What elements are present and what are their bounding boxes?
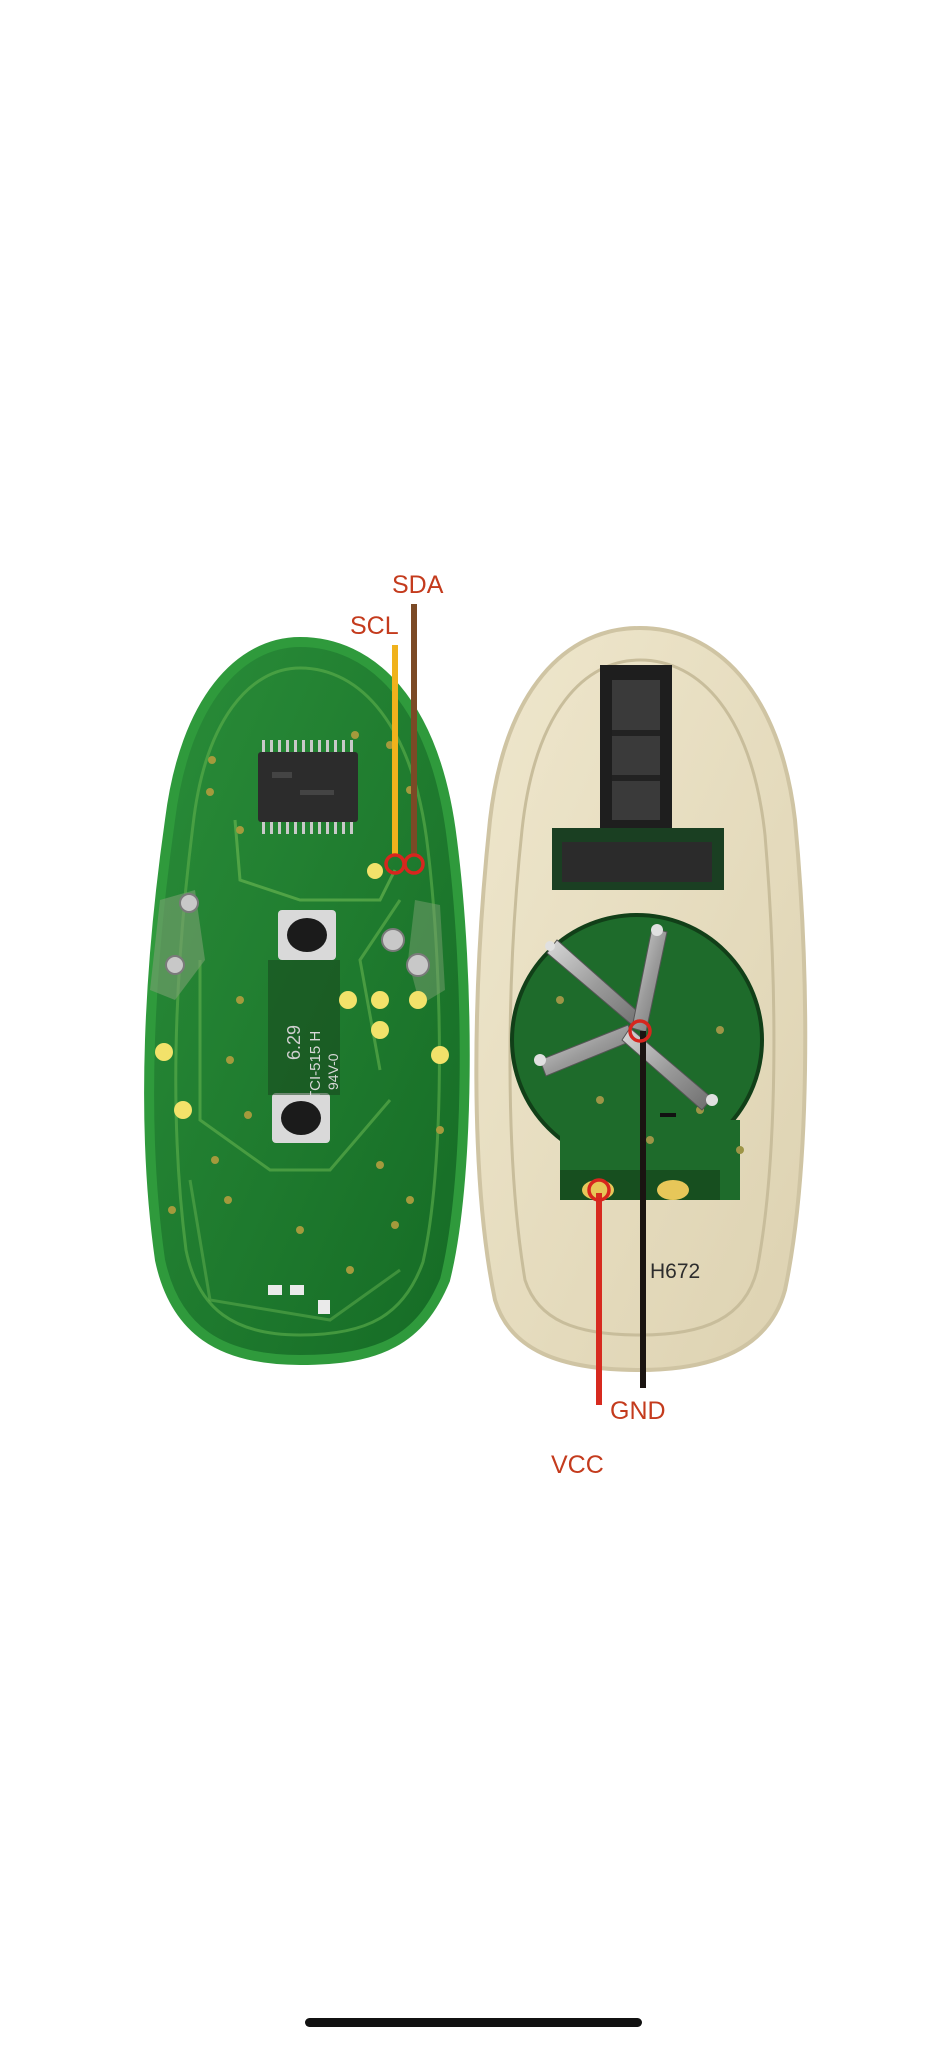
gnd-label: GND	[610, 1397, 666, 1425]
push-button-icon	[272, 1093, 330, 1143]
scl-callout	[384, 645, 406, 875]
smd-pad	[268, 1285, 330, 1314]
ic-chip-icon	[258, 740, 358, 834]
label-area	[268, 960, 340, 1095]
vcc-label: VCC	[551, 1451, 604, 1479]
test-pad-icon	[155, 863, 449, 1119]
battery-clip-icon	[534, 924, 718, 1111]
pcb-text-1: TCI-515 H	[307, 1031, 324, 1100]
gnd-callout	[628, 1019, 652, 1388]
pcb-text-2: 94V-0	[325, 1053, 341, 1090]
solder-ball	[165, 893, 430, 977]
scl-label: SCL	[350, 612, 399, 640]
sda-label: SDA	[392, 571, 444, 599]
pcb-text-3: 6.29	[284, 1025, 304, 1060]
via	[168, 731, 444, 1274]
push-button-icon	[278, 910, 336, 960]
vcc-callout	[587, 1178, 611, 1405]
home-indicator[interactable]	[305, 2018, 642, 2027]
board-marking: H672	[650, 1260, 700, 1283]
